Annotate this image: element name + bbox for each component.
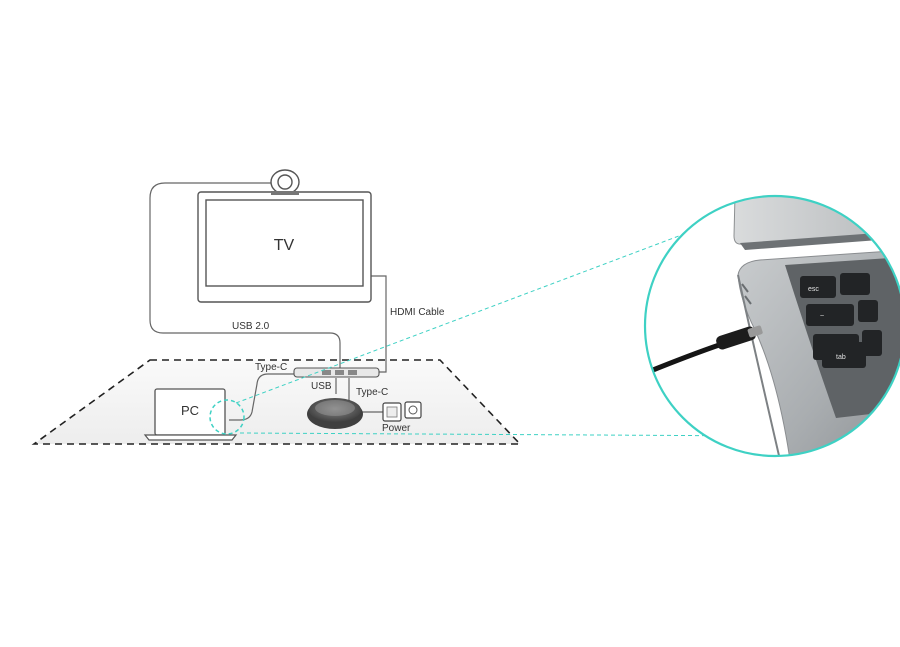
speakerphone-icon: [307, 398, 363, 429]
svg-text:~: ~: [820, 313, 824, 320]
camera-icon: [270, 169, 300, 195]
zoom-detail: esc ~ tab: [643, 194, 900, 458]
zoom-guide-lines: [235, 227, 773, 437]
usb-20-label: USB 2.0: [232, 321, 270, 332]
key-esc: esc: [808, 286, 819, 293]
power-label: Power: [382, 423, 411, 434]
tv: TV: [197, 191, 372, 303]
type-c-left-label: Type-C: [255, 362, 287, 373]
hub-icon: [293, 367, 380, 378]
usb-c-plug: [716, 326, 756, 350]
usb-c-cable-closeup: [645, 341, 725, 375]
hdmi-cable-label: HDMI Cable: [390, 307, 445, 318]
keyboard: esc ~ tab: [800, 273, 882, 368]
power-adapter-icon: [382, 401, 422, 422]
tv-label: TV: [274, 237, 295, 254]
pc-label: PC: [181, 403, 199, 418]
laptop-icon: PC: [143, 388, 238, 441]
port-highlight: [209, 399, 245, 435]
usb-label: USB: [311, 381, 332, 392]
key-tab: tab: [836, 354, 846, 361]
type-c-right-label: Type-C: [356, 387, 388, 398]
usb-20-cable: [149, 182, 341, 371]
